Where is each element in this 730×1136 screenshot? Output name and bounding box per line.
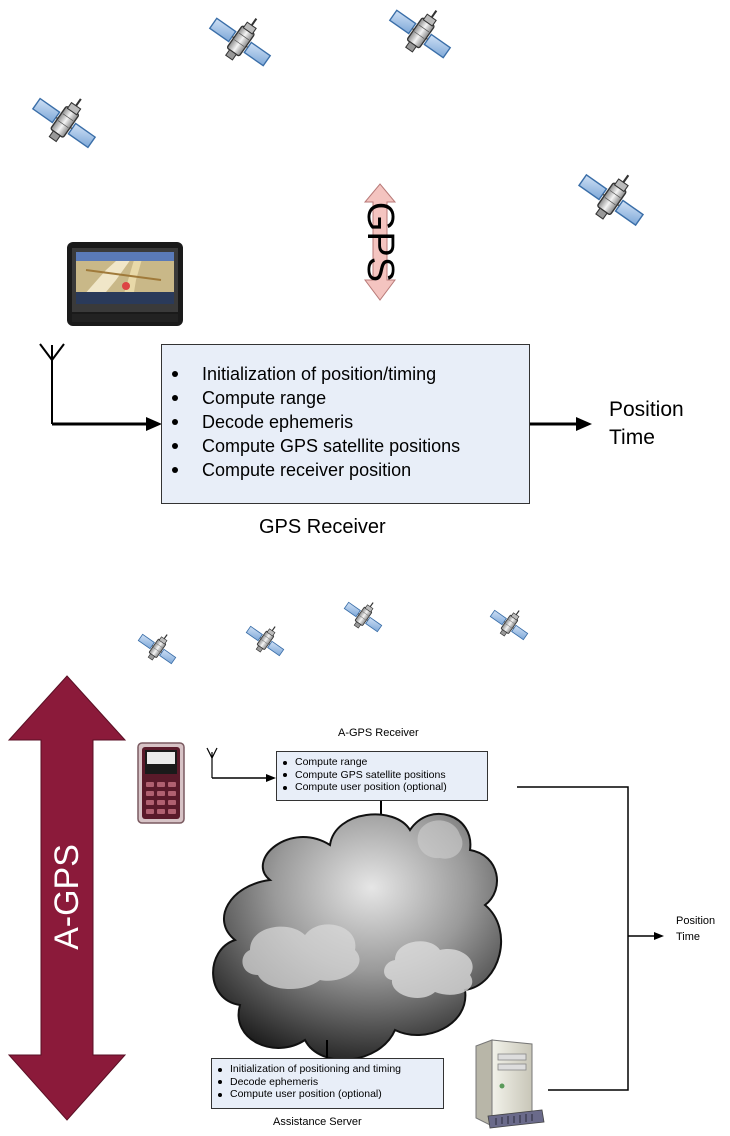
antenna-icon <box>39 343 65 424</box>
agps-receiver-task-list: Compute range Compute GPS satellite posi… <box>277 752 487 794</box>
list-item: Compute GPS satellite positions <box>172 434 529 458</box>
cloud-icon <box>212 812 502 1061</box>
gps-receiver-caption: GPS Receiver <box>259 516 386 538</box>
assistance-server-caption: Assistance Server <box>273 1116 362 1128</box>
list-item: Compute user position (optional) <box>283 781 487 794</box>
gps-receiver-box: Initialization of position/timing Comput… <box>161 344 530 504</box>
list-item: Compute user position (optional) <box>218 1088 443 1101</box>
satellite-icon <box>240 620 290 662</box>
antenna-icon <box>206 747 218 778</box>
agps-output-time: Time <box>676 931 701 943</box>
list-item: Compute range <box>283 756 487 769</box>
gps-double-arrow <box>363 183 397 301</box>
list-item: Compute receiver position <box>172 458 529 482</box>
list-item: Initialization of position/timing <box>172 362 529 386</box>
list-item: Initialization of positioning and timing <box>218 1063 443 1076</box>
agps-receiver-title: A-GPS Receiver <box>338 727 419 739</box>
gps-navigator-icon <box>67 242 183 326</box>
list-item: Compute GPS satellite positions <box>283 769 487 782</box>
server-icon <box>475 1039 545 1129</box>
agps-vertical-label: A-GPS <box>48 844 86 950</box>
satellite-icon <box>132 628 182 670</box>
list-item: Compute range <box>172 386 529 410</box>
list-item: Decode ephemeris <box>218 1076 443 1089</box>
assistance-server-box: Initialization of positioning and timing… <box>211 1058 444 1109</box>
list-item: Decode ephemeris <box>172 410 529 434</box>
satellite-icon <box>484 604 534 646</box>
gps-output-time: Time <box>609 426 655 449</box>
agps-receiver-box: Compute range Compute GPS satellite posi… <box>276 751 488 801</box>
gps-vertical-label: GPS <box>359 201 401 283</box>
gps-receiver-task-list: Initialization of position/timing Comput… <box>162 345 529 482</box>
agps-double-arrow <box>7 675 127 1121</box>
assistance-server-task-list: Initialization of positioning and timing… <box>212 1059 443 1101</box>
mobile-phone-icon <box>137 742 185 824</box>
satellite-icon <box>338 596 388 638</box>
gps-output-position: Position <box>609 398 684 421</box>
agps-output-position: Position <box>676 915 716 927</box>
